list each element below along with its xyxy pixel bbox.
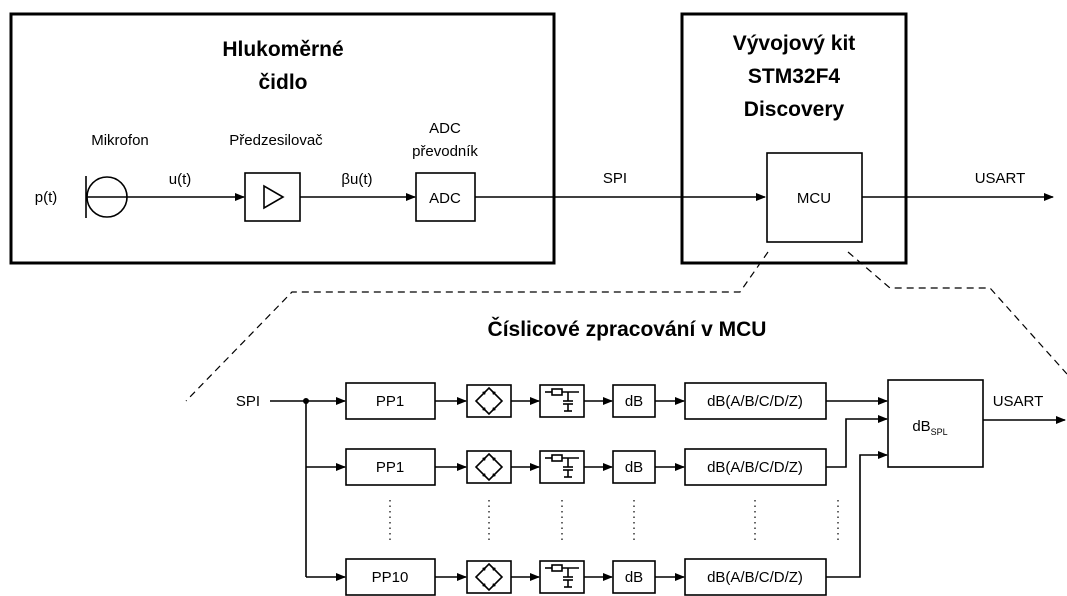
bandpass-filter-label: PP1 xyxy=(376,393,404,410)
rectifier-bridge-icon xyxy=(474,452,504,482)
weighting-block-label: dB(A/B/C/D/Z) xyxy=(707,569,803,586)
proc-output-label: USART xyxy=(993,393,1044,410)
lowpass-rc-icon xyxy=(545,564,579,588)
ellipsis-dots xyxy=(389,500,839,540)
merge-wire-2 xyxy=(826,415,888,468)
kit-title-line1: Vývojový kit xyxy=(733,32,856,55)
bandpass-filter-label: PP10 xyxy=(372,569,409,586)
kit-section: Vývojový kit STM32F4 Discovery SPI MCU U… xyxy=(475,12,1054,265)
usart-label: USART xyxy=(975,170,1026,187)
adc-block xyxy=(415,172,476,222)
sensor-section: Hlukoměrné čidlo Mikrofon Předzesilovač … xyxy=(9,12,556,265)
processing-row: PP1 dB dB(A/B/C/D/Z) xyxy=(345,448,827,486)
spl-block-label: dBSPL xyxy=(912,418,947,437)
merge-wire-3 xyxy=(826,451,888,578)
zoom-dashed-left xyxy=(185,251,769,402)
db-block xyxy=(612,560,656,594)
db-block-label: dB xyxy=(625,459,643,476)
weighting-block-label: dB(A/B/C/D/Z) xyxy=(707,459,803,476)
db-block xyxy=(612,450,656,484)
mic-output-label: u(t) xyxy=(169,171,192,188)
adc-block-label: ADC xyxy=(429,190,461,207)
weighting-block-label: dB(A/B/C/D/Z) xyxy=(707,393,803,410)
weighting-block xyxy=(684,448,827,486)
preamp-label: Předzesilovač xyxy=(229,132,323,149)
spl-block xyxy=(887,379,984,468)
bandpass-filter-block xyxy=(345,558,436,596)
input-signal-label: p(t) xyxy=(35,189,58,206)
preamp-block xyxy=(244,172,301,222)
rectifier-block xyxy=(466,384,512,418)
rectifier-bridge-icon xyxy=(474,386,504,416)
bandpass-filter-label: PP1 xyxy=(376,459,404,476)
rectifier-bridge-icon xyxy=(474,562,504,592)
kit-title-line3: Discovery xyxy=(744,98,845,121)
db-block-label: dB xyxy=(625,393,643,410)
bandpass-filter-block xyxy=(345,448,436,486)
db-block-label: dB xyxy=(625,569,643,586)
proc-input-label: SPI xyxy=(236,393,260,410)
rectifier-block xyxy=(466,450,512,484)
preamp-output-label: βu(t) xyxy=(341,171,372,188)
kit-title-line2: STM32F4 xyxy=(748,65,841,88)
processing-section: SPI PP1 dB dB(A/B/C/D/Z) PP1 dB dB(A/B/C/D/Z)… xyxy=(236,379,1066,596)
adc-label-line2: převodník xyxy=(412,143,478,160)
lowpass-rc-icon xyxy=(545,388,579,412)
processing-row: PP10 dB dB(A/B/C/D/Z) xyxy=(345,558,827,596)
bandpass-filter-block xyxy=(345,382,436,420)
weighting-block xyxy=(684,382,827,420)
spi-label: SPI xyxy=(603,170,627,187)
mcu-block-label: MCU xyxy=(797,190,831,207)
adc-label-line1: ADC xyxy=(429,120,461,137)
processing-row: PP1 dB dB(A/B/C/D/Z) xyxy=(345,382,827,420)
lowpass-rc-icon xyxy=(545,454,579,478)
processing-title: Číslicové zpracování v MCU xyxy=(488,317,767,341)
mic-label: Mikrofon xyxy=(91,132,149,149)
sensor-title-line2: čidlo xyxy=(258,71,307,94)
sensor-title-line1: Hlukoměrné xyxy=(222,38,343,61)
amplifier-icon xyxy=(263,184,285,210)
zoom-dashed-right xyxy=(847,251,1067,375)
db-block xyxy=(612,384,656,418)
rectifier-block xyxy=(466,560,512,594)
spl-subscript: SPL xyxy=(931,427,948,437)
